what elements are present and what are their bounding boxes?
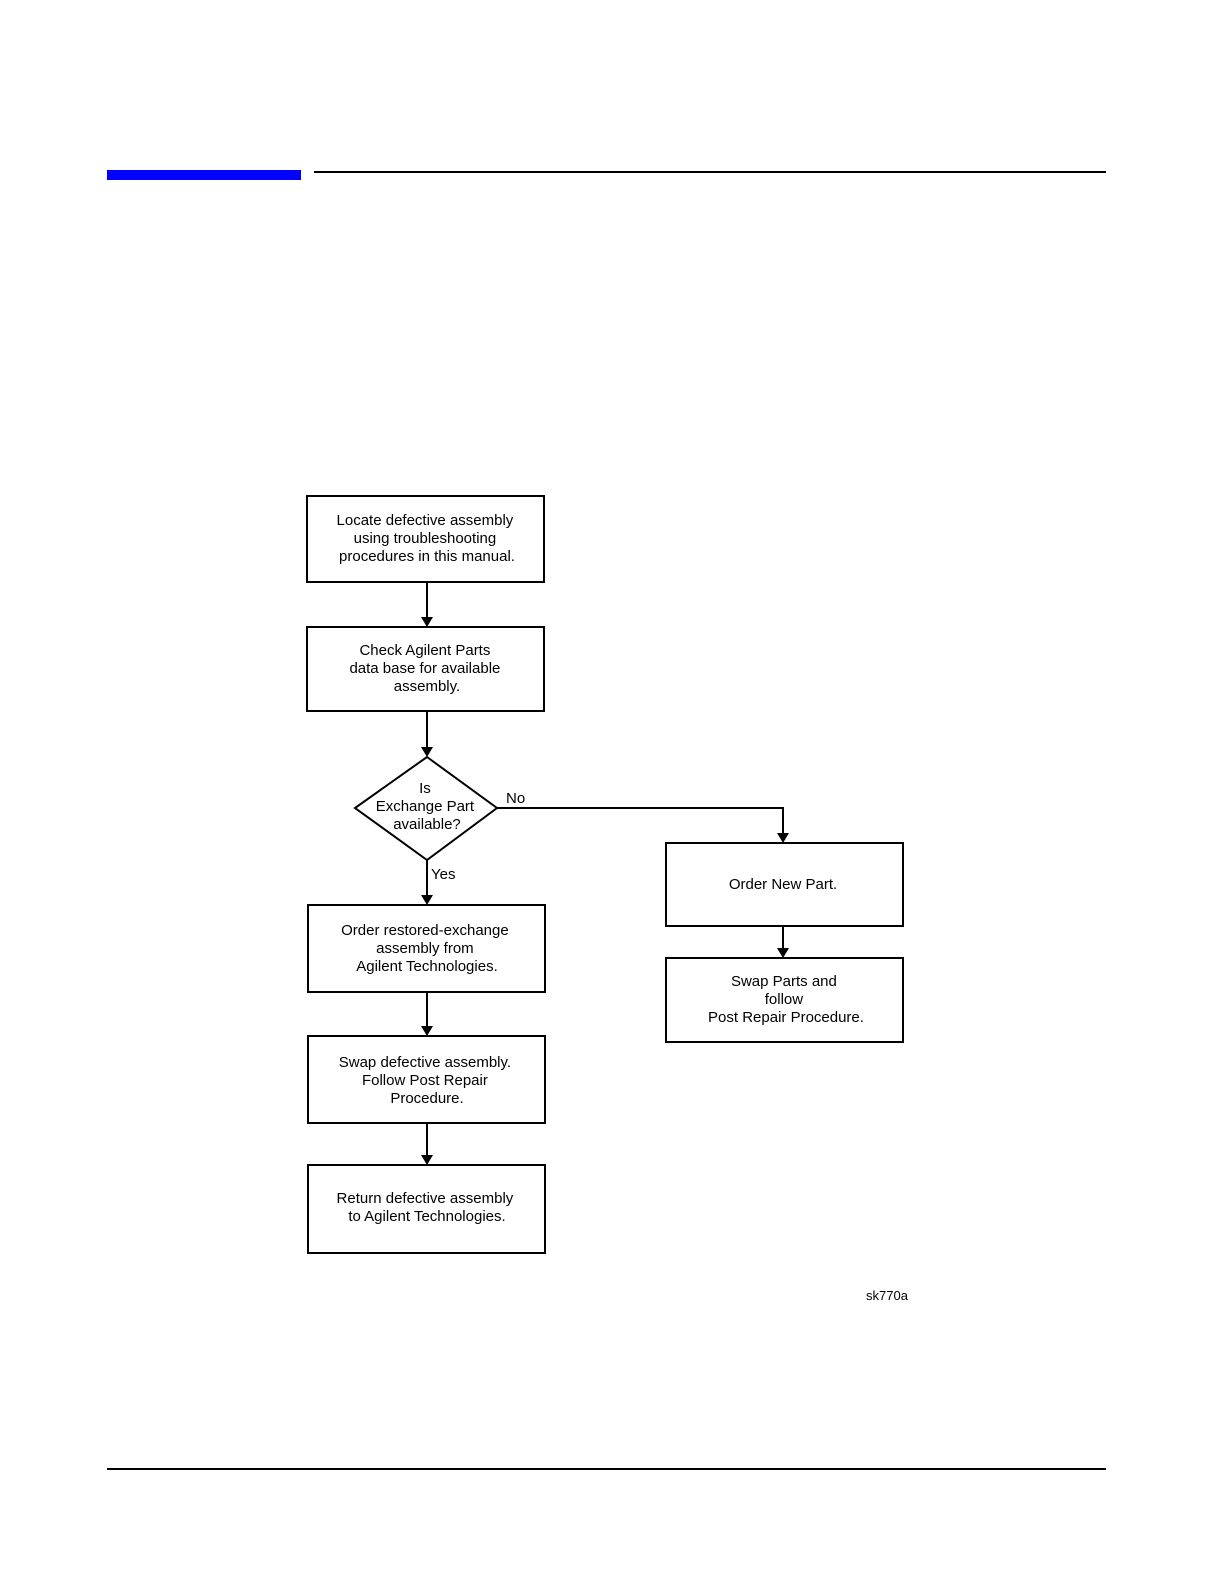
- node-swap-parts-box: [665, 957, 904, 1043]
- header-accent-bar: [107, 170, 301, 180]
- node-order-new-box: [665, 842, 904, 927]
- node-decision-diamond: [353, 755, 499, 862]
- node-check-box: [306, 626, 545, 712]
- node-locate-box: [306, 495, 545, 583]
- branch-label-no: No: [506, 790, 525, 807]
- arrowhead: [777, 833, 789, 843]
- node-order-exchange-label: Order restored-exchange assembly from Ag…: [341, 922, 513, 975]
- node-check-label: Check Agilent Parts data base for availa…: [349, 642, 504, 695]
- node-return-box: [307, 1164, 546, 1254]
- node-decision-label: Is Exchange Part available?: [376, 780, 479, 833]
- arrowhead: [421, 1026, 433, 1036]
- arrowhead: [421, 895, 433, 905]
- arrowhead: [421, 1155, 433, 1165]
- node-order-new-label: Order New Part.: [729, 876, 837, 893]
- node-return-label: Return defective assembly to Agilent Tec…: [337, 1190, 518, 1225]
- node-swap-defective-label: Swap defective assembly. Follow Post Rep…: [339, 1054, 515, 1107]
- node-swap-parts-label: Swap Parts and follow Post Repair Proced…: [708, 973, 864, 1026]
- header-rule: [314, 171, 1106, 173]
- footer-rule: [107, 1468, 1106, 1470]
- figure-id-label: sk770a: [866, 1288, 909, 1303]
- node-locate-label: Locate defective assembly using troubles…: [337, 512, 518, 565]
- branch-label-yes: Yes: [431, 866, 455, 883]
- arrowhead: [421, 617, 433, 627]
- node-swap-defective-box: [307, 1035, 546, 1124]
- arrowhead: [421, 747, 433, 757]
- connector-decision-no: [497, 807, 784, 834]
- node-order-exchange-box: [307, 904, 546, 993]
- arrowhead: [777, 948, 789, 958]
